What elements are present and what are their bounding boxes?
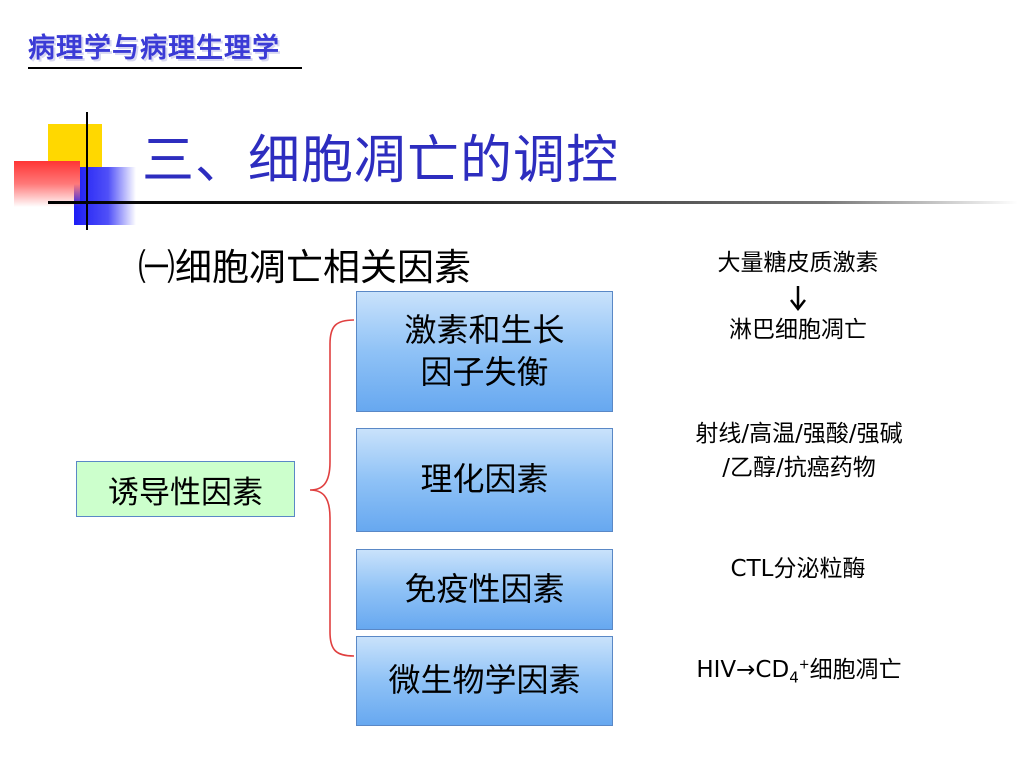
note-immune: CTL分泌粒酶 bbox=[730, 556, 866, 582]
note-microbe-subscript: 4 bbox=[789, 668, 799, 687]
brace-connector bbox=[309, 319, 355, 657]
note-microbe: HIV→CD4+细胞凋亡 bbox=[640, 654, 958, 689]
category-box-hormone: 激素和生长 因子失衡 bbox=[356, 291, 613, 412]
note-hormone-cause: 大量糖皮质激素 bbox=[717, 250, 879, 276]
slide-title: 三、细胞凋亡的调控 bbox=[142, 131, 620, 191]
note-hormone-effect: 淋巴细胞凋亡 bbox=[729, 317, 867, 343]
section-heading: ㈠细胞凋亡相关因素 bbox=[138, 246, 471, 289]
induce-factor-box: 诱导性因素 bbox=[76, 461, 295, 517]
note-physchem-line1: 射线/高温/强酸/强碱 bbox=[695, 421, 903, 447]
note-microbe-prefix: HIV→CD bbox=[696, 657, 790, 683]
category-label-immune: 免疫性因素 bbox=[404, 569, 565, 608]
decor-red-square bbox=[14, 161, 80, 207]
header-underline bbox=[28, 67, 302, 69]
category-box-microbe: 微生物学因素 bbox=[356, 636, 613, 726]
decor-blue-square bbox=[74, 167, 136, 225]
note-microbe-superscript: + bbox=[798, 657, 810, 673]
note-microbe-suffix: 细胞凋亡 bbox=[809, 657, 902, 683]
category-label-physchem: 理化因素 bbox=[420, 460, 549, 499]
course-title: 病理学与病理生理学 bbox=[28, 33, 280, 64]
arrow-down-icon bbox=[790, 286, 806, 312]
decor-vertical-line bbox=[86, 112, 88, 230]
induce-factor-label: 诱导性因素 bbox=[108, 474, 263, 511]
category-label-microbe: 微生物学因素 bbox=[388, 661, 581, 700]
category-box-physchem: 理化因素 bbox=[356, 428, 613, 532]
title-underline bbox=[48, 201, 1018, 204]
note-physchem-line2: /乙醇/抗癌药物 bbox=[722, 455, 876, 481]
category-box-immune: 免疫性因素 bbox=[356, 549, 613, 630]
category-label-hormone: 激素和生长 因子失衡 bbox=[404, 310, 565, 391]
